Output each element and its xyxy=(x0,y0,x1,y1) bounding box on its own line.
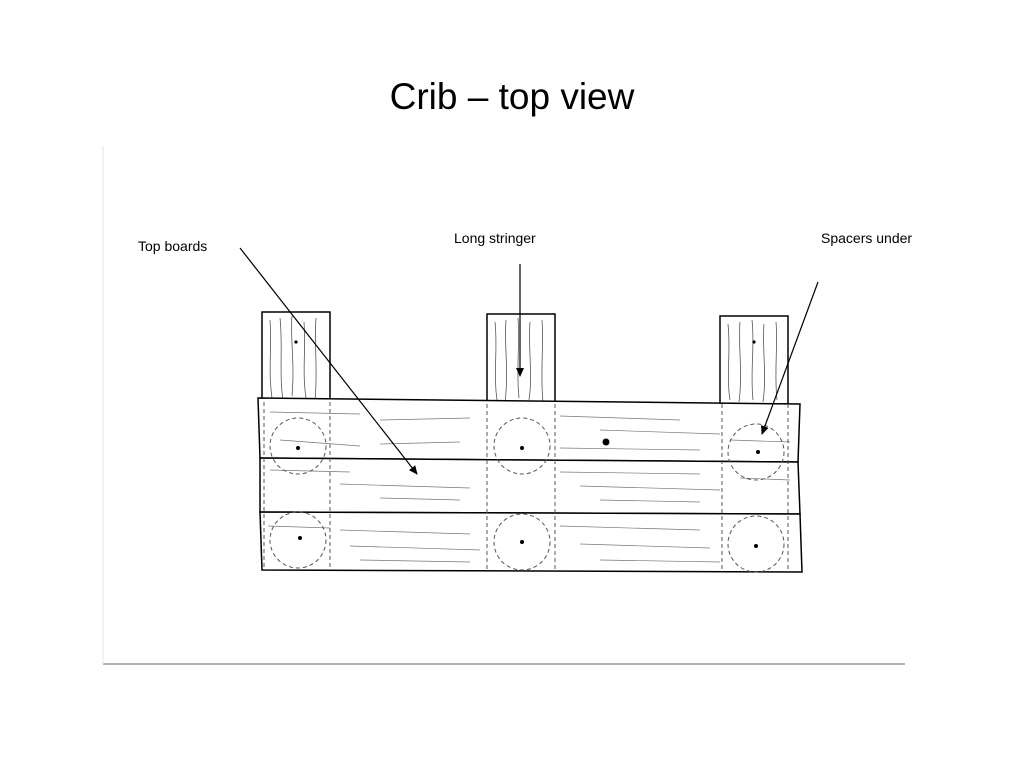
slide-title: Crib – top view xyxy=(389,76,635,117)
top-board-1 xyxy=(257,397,801,463)
label-spacers-under: Spacers under xyxy=(821,230,912,246)
top-board-3 xyxy=(259,511,803,573)
top-board-2 xyxy=(259,457,801,515)
label-top-boards: Top boards xyxy=(138,238,207,254)
stringer-hidden-outlines xyxy=(263,402,789,572)
arrow-top-boards xyxy=(239,247,418,475)
arrow-spacers-under xyxy=(761,281,819,435)
stringer-middle xyxy=(486,313,556,405)
spacer-center-dots xyxy=(296,446,760,548)
spacer-circles xyxy=(269,417,785,573)
stringer-left xyxy=(261,311,331,403)
stringer-right xyxy=(719,315,789,405)
label-long-stringer: Long stringer xyxy=(454,230,536,246)
